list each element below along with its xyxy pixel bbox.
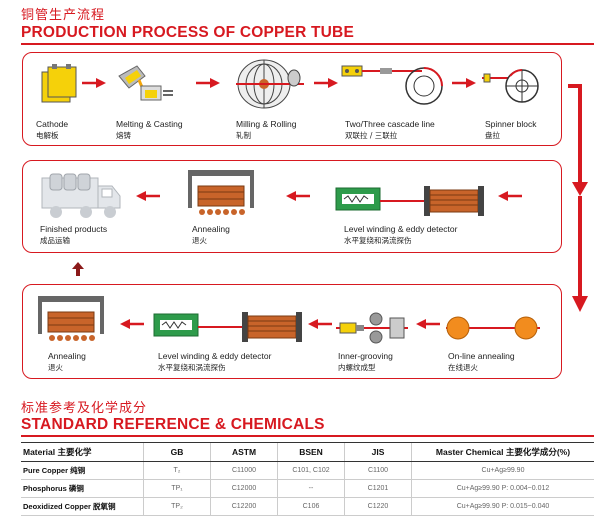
flow-arrow-icon <box>82 78 106 88</box>
cathode-icon <box>41 64 77 103</box>
cell-astm: C12000 <box>210 479 278 498</box>
flow-arrow-icon <box>136 191 160 201</box>
melting-casting-icon <box>118 65 173 101</box>
up-arrow-icon <box>72 262 84 276</box>
col-header-material: Material 主要化学 <box>21 442 144 462</box>
flow-arrow-icon <box>416 319 440 329</box>
cell-bsen: C106 <box>277 497 345 516</box>
standards-table: Material 主要化学 GB ASTM BSEN JIS Master Ch… <box>21 442 594 516</box>
table-row: Deoxidized Copper 脱氧铜 TP₂ C12200 C106 C1… <box>21 497 594 516</box>
cell-chemical: Cu+Ag≥99.90 P: 0.004~0.012 <box>411 479 594 498</box>
flow-arrow-icon <box>498 191 522 201</box>
milling-rolling-icon <box>236 59 304 109</box>
cell-jis: C1220 <box>344 497 412 516</box>
cell-bsen: C101, C102 <box>277 461 345 480</box>
standards-title-cn: 标准参考及化学成分 <box>21 401 148 416</box>
title-cn: 铜管生产流程 <box>21 8 106 23</box>
cell-material: Phosphorus 磷铜 <box>21 479 144 498</box>
cell-gb: T₂ <box>143 461 211 480</box>
cell-bsen: -- <box>277 479 345 498</box>
inner-grooving-icon <box>336 312 408 344</box>
col-header-gb: GB <box>143 442 211 462</box>
cell-jis: C1201 <box>344 479 412 498</box>
cascade-line-icon <box>341 65 443 105</box>
table-row: Pure Copper 纯铜 T₂ C11000 C101, C102 C110… <box>21 461 594 480</box>
col-header-jis: JIS <box>344 442 412 462</box>
level-winding-icon <box>335 186 484 216</box>
table-row: Phosphorus 磷铜 TP₁ C12000 -- C1201 Cu+Ag≥… <box>21 479 594 498</box>
connector-arrow-icon <box>568 84 588 312</box>
flow-arrow-icon <box>120 319 144 329</box>
cell-jis: C1100 <box>344 461 412 480</box>
cell-chemical: Cu+Ag≥99.90 <box>411 461 594 480</box>
table-header-row: Material 主要化学 GB ASTM BSEN JIS Master Ch… <box>21 442 594 462</box>
header-rule <box>21 43 594 45</box>
annealing-furnace-icon <box>38 296 104 341</box>
flow-arrow-icon <box>314 78 338 88</box>
cell-material: Deoxidized Copper 脱氧铜 <box>21 497 144 516</box>
truck-icon <box>41 173 121 218</box>
flow-arrow-icon <box>452 78 476 88</box>
annealing-furnace-icon <box>188 170 254 215</box>
flow-arrow-icon <box>196 78 220 88</box>
flow-arrow-icon <box>286 191 310 201</box>
col-header-astm: ASTM <box>210 442 278 462</box>
online-annealing-icon <box>446 316 540 340</box>
title-en: PRODUCTION PROCESS OF COPPER TUBE <box>21 24 354 41</box>
col-header-chemical: Master Chemical 主要化学成分(%) <box>411 442 594 462</box>
cell-material: Pure Copper 纯铜 <box>21 461 144 480</box>
col-header-bsen: BSEN <box>277 442 345 462</box>
flow-arrow-icon <box>308 319 332 329</box>
cell-astm: C12200 <box>210 497 278 516</box>
process-panel-row1 <box>22 52 562 146</box>
standards-title-en: STANDARD REFERENCE & CHEMICALS <box>21 416 325 433</box>
spinner-block-icon <box>482 69 539 103</box>
cell-gb: TP₂ <box>143 497 211 516</box>
cell-astm: C11000 <box>210 461 278 480</box>
level-winding-icon <box>153 312 302 342</box>
standards-rule <box>21 435 594 437</box>
cell-gb: TP₁ <box>143 479 211 498</box>
cell-chemical: Cu+Ag≥99.90 P: 0.015~0.040 <box>411 497 594 516</box>
